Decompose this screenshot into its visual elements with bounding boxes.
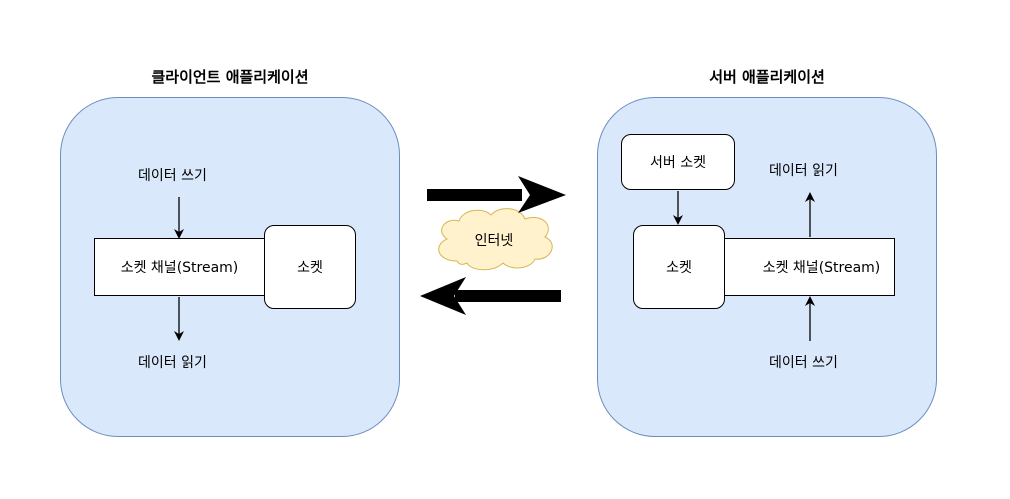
client-read-label: 데이터 읽기 xyxy=(138,355,207,371)
client-socket-channel: 소켓 채널(Stream) xyxy=(94,238,289,296)
server-socket: 소켓 xyxy=(633,225,725,309)
client-socket: 소켓 xyxy=(264,225,356,309)
server-socket-channel-label: 소켓 채널(Stream) xyxy=(762,260,881,276)
send-arrow-left xyxy=(420,277,561,315)
server-read-label: 데이터 읽기 xyxy=(769,163,838,179)
client-app-title: 클라이언트 애플리케이션 xyxy=(151,68,309,86)
server-socket-box-label: 소켓 xyxy=(666,260,692,276)
client-write-label: 데이터 쓰기 xyxy=(138,168,207,184)
client-socket-channel-label: 소켓 채널(Stream) xyxy=(120,260,239,276)
cloud-shape xyxy=(438,208,553,271)
server-socket-label: 서버 소켓 xyxy=(650,155,706,171)
server-write-label: 데이터 쓰기 xyxy=(769,355,838,371)
server-app-title: 서버 애플리케이션 xyxy=(709,68,825,86)
client-socket-label: 소켓 xyxy=(297,260,323,276)
internet-cloud: 인터넷 xyxy=(427,203,561,275)
internet-label: 인터넷 xyxy=(474,233,514,249)
server-socket-box: 서버 소켓 xyxy=(621,134,735,190)
server-socket-channel: 소켓 채널(Stream) xyxy=(700,238,895,296)
